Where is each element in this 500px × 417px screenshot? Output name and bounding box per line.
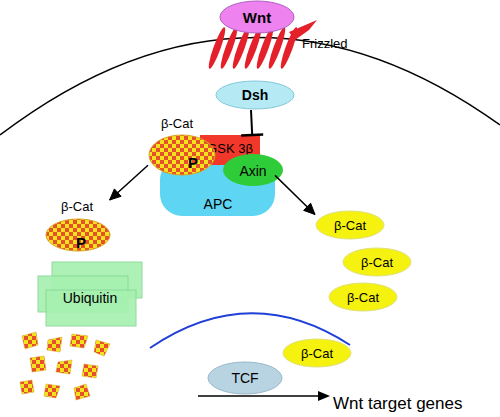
arrow-head [110,189,122,200]
node-label: β-Cat [301,347,333,360]
beta-catenin-ellipse: β-Cat [315,210,385,240]
node-label: β-Cat [161,117,193,130]
degraded-fragments [20,332,110,400]
fragment [44,384,60,398]
node-label: Ubiquitin [63,291,117,305]
ubiquitin-stack: Ubiquitin [38,262,146,328]
arrow-connector [275,175,315,214]
fragment [94,340,110,356]
ligand-ellipse: Wnt [219,0,295,34]
node-shape [149,135,215,175]
fragment [47,337,62,352]
fragment [30,356,46,372]
transcription-arrow-head [318,391,330,401]
node-shape [223,154,283,186]
tcf-ellipse: TCF [207,361,283,395]
node-shape [216,81,294,109]
fragment [70,334,88,348]
arrow-connector [110,165,148,200]
node-label: P [76,235,86,250]
node-shape [220,1,294,33]
fragment [56,360,72,374]
node-shape [316,211,384,239]
beta-catenin-ellipse: β-Cat [282,338,352,368]
node-shape [160,158,275,216]
axin-ellipse: Axin [222,153,284,187]
connector-line [275,175,315,214]
fragment [22,332,38,349]
node-label: β-Cat [347,291,379,304]
node-label: APC [204,197,233,211]
arrow-head [304,203,315,214]
node-label: P [188,155,198,170]
node-label: Axin [239,164,266,178]
fragment [74,384,90,400]
connector-line [110,165,148,200]
node-label: β-Cat [334,219,366,232]
node-shape [343,248,411,276]
transcription-arrow [198,395,320,397]
receptor-shape: Frizzled [205,20,365,74]
beta-catenin-ellipse: β-Cat [328,282,398,312]
inhibition-connector [241,110,263,136]
node-label: Wnt [243,10,271,25]
node-shape [329,283,397,311]
node-label: Dsh [242,88,268,102]
fragment [82,364,98,378]
node-label: β-Cat [61,200,93,213]
beta-catenin-ellipse: β-Cat [342,247,412,277]
phospho-catenin: β-CatP [148,116,218,176]
node-label: β-Cat [361,256,393,269]
phospho-catenin: β-CatP [45,200,113,252]
node-label: TCF [231,371,258,385]
dsh-ellipse: Dsh [215,80,295,110]
node-label: Frizzled [302,37,348,50]
node-shape [46,290,136,326]
node-shape [46,219,110,251]
fragment [20,380,34,394]
node-shape [208,362,282,394]
gene-label: Wnt target genes [333,395,462,412]
node-shape [283,339,351,367]
connector-line [251,110,252,135]
